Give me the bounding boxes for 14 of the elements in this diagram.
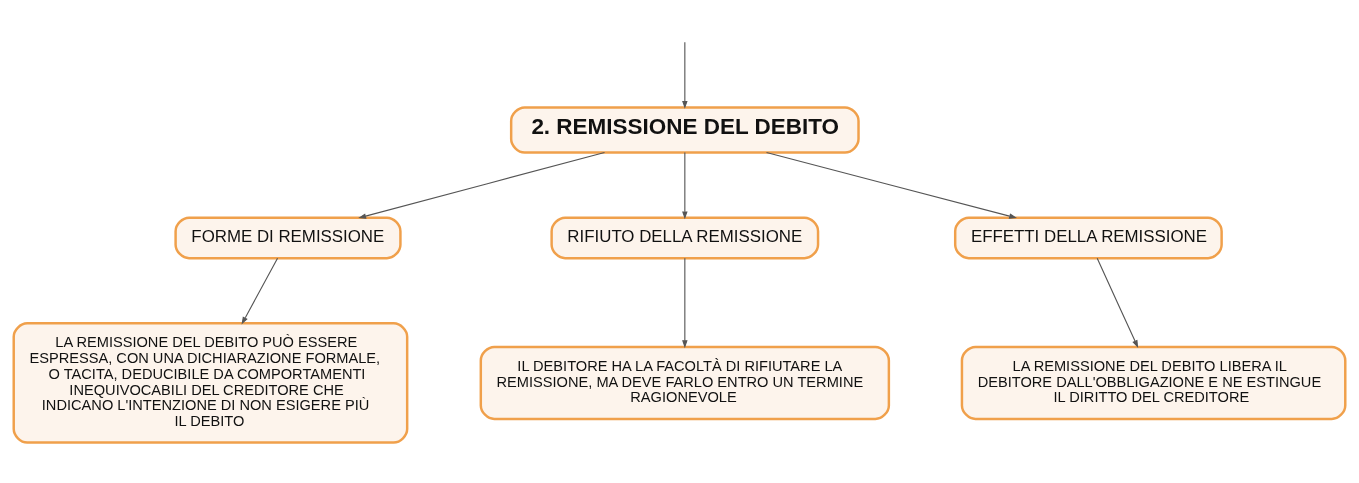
node-box: EFFETTI DELLA REMISSIONE: [953, 215, 1223, 259]
node-box: 2. REMISSIONE DEL DEBITO: [509, 105, 860, 154]
node-box: LA REMISSIONE DEL DEBITO PUÒ ESSERE ESPRESSA, CON UNA DICHIARAZIONE FORMALE, O TACITA, DEDUCIBILE DA COMPORTAMENTI INEQUIVOCABILI DEL CREDITORE CHE INDICANO L'INTENZIONE DI NON ESIGERE PIÙ IL DEBITO: [12, 321, 409, 444]
arrow: [682, 257, 688, 348]
node-box: FORME DI REMISSIONE: [174, 215, 402, 259]
arrow: [358, 151, 606, 219]
node-box: RIFIUTO DELLA REMISSIONE: [550, 215, 820, 259]
node-box: LA REMISSIONE DEL DEBITO LIBERA IL DEBITORE DALL'OBBLIGAZIONE E NE ESTINGUE IL DIRITTO DEL CREDITORE: [960, 345, 1347, 420]
arrow: [1096, 257, 1139, 348]
arrow: [241, 257, 279, 325]
arrow: [682, 151, 688, 219]
node-box: IL DEBITORE HA LA FACOLTÀ DI RIFIUTARE LA REMISSIONE, MA DEVE FARLO ENTRO UN TERMINE RAGIONEVOLE: [479, 345, 891, 420]
arrow: [765, 151, 1017, 219]
arrow: [682, 41, 688, 109]
